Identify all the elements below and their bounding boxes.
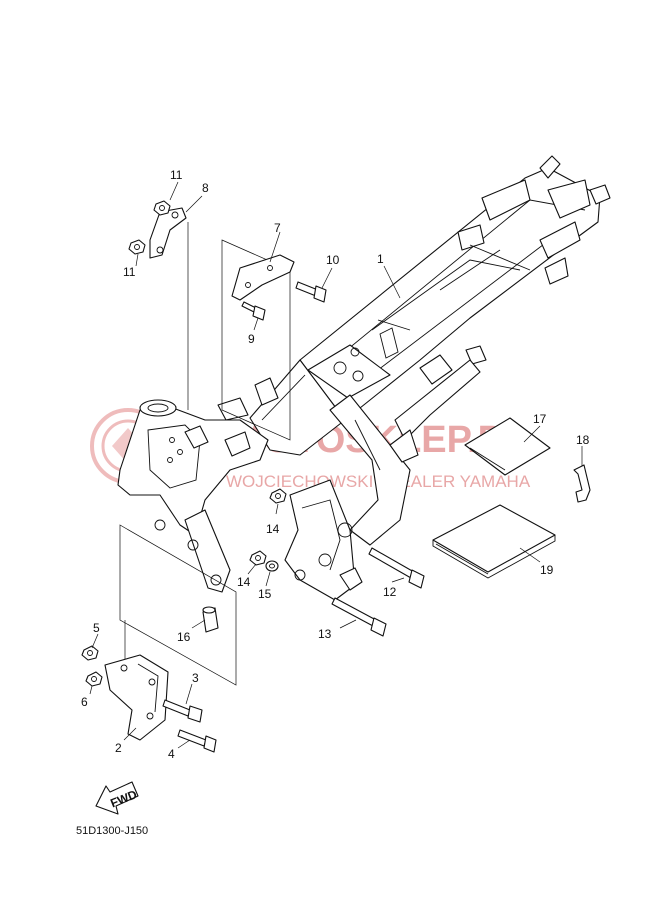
callout-12: 12: [383, 585, 397, 599]
bolt-10: [295, 281, 327, 303]
callout-11-upper: 11: [170, 168, 183, 182]
collar-16: [202, 606, 219, 633]
callout-18: 18: [576, 433, 590, 447]
nut-14-upper: [269, 488, 287, 504]
diagram-code: 51D1300-J150: [76, 825, 148, 837]
bolt-9: [241, 301, 266, 321]
bolt-3: [162, 699, 203, 723]
callout-14-lower: 14: [237, 575, 251, 589]
nut-5: [81, 645, 99, 661]
callout-8: 8: [202, 181, 209, 195]
callout-14-upper: 14: [266, 522, 280, 536]
callout-2: 2: [115, 741, 122, 755]
callout-3: 3: [192, 671, 199, 685]
bolt-12: [368, 547, 425, 589]
callout-9: 9: [248, 332, 255, 346]
callout-4: 4: [168, 747, 175, 761]
callout-17: 17: [533, 412, 547, 426]
callout-labels: 1 2 3 4 5 6 7 8 9 10 11 11 12 13 14 14 1…: [81, 168, 590, 761]
nut-11-upper: [153, 200, 171, 216]
main-frame: [117, 155, 611, 601]
callout-16: 16: [177, 630, 191, 644]
nut-6: [85, 671, 103, 687]
plate-17: [464, 417, 551, 476]
clip-18: [573, 464, 591, 503]
leader-lines: [89, 181, 583, 749]
bracket-8: [149, 207, 189, 410]
engine-bracket-2: [104, 524, 237, 741]
fwd-arrow-icon: FWD: [95, 781, 139, 815]
nut-11-lower: [128, 239, 146, 255]
callout-1: 1: [377, 252, 384, 266]
bolt-13: [331, 597, 387, 637]
manual-19: [432, 504, 556, 579]
bolt-4: [177, 729, 217, 753]
nut-14-lower: [249, 550, 267, 566]
callout-5: 5: [93, 621, 100, 635]
callout-11-lower: 11: [123, 265, 136, 279]
bracket-7: [221, 239, 295, 441]
washer-15: [265, 560, 279, 572]
callout-7: 7: [274, 221, 281, 235]
callout-10: 10: [326, 253, 340, 267]
callout-6: 6: [81, 695, 88, 709]
callout-19: 19: [540, 563, 554, 577]
callout-15: 15: [258, 587, 272, 601]
callout-13: 13: [318, 627, 332, 641]
